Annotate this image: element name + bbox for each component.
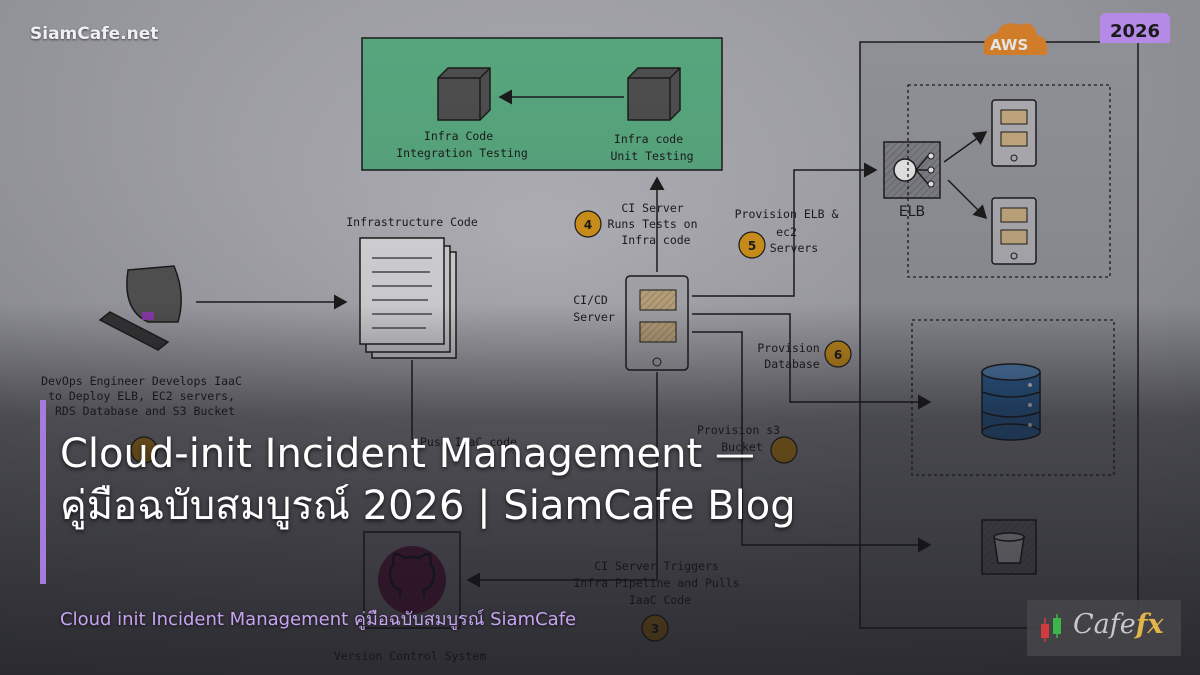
ci-tests-label: CI Server Runs Tests on Infra code (608, 201, 705, 247)
infra-code-label: Infrastructure Code (346, 215, 478, 229)
page-title: Cloud-init Incident Management — คู่มือฉ… (60, 431, 796, 529)
vcs-label: Version Control System (334, 649, 486, 663)
page-subtitle: Cloud init Incident Management คู่มือฉบั… (60, 609, 577, 630)
step-number: 5 (748, 239, 756, 253)
cafefx-wordmark: Cafefx (1073, 609, 1164, 640)
ec2-server-icon (991, 197, 1037, 265)
title-accent-bar (40, 400, 46, 584)
cafefx-logo: Cafefx (1027, 600, 1181, 656)
candlestick-icon (1041, 614, 1061, 642)
cube-icon (627, 67, 681, 121)
cube-icon (437, 67, 491, 121)
step-number: 3 (651, 622, 659, 636)
ec2-server-icon (991, 99, 1037, 167)
s3-bucket-icon (981, 519, 1037, 575)
devops-label: DevOps Engineer Develops IaaC to Deploy … (41, 374, 249, 418)
step-number: 6 (834, 348, 842, 362)
aws-label: AWS (990, 36, 1028, 54)
site-watermark: SiamCafe.net (30, 24, 159, 44)
ci-cd-server-icon (625, 275, 689, 371)
database-icon (981, 363, 1041, 441)
document-stack-icon (359, 237, 457, 359)
elb-icon (883, 141, 941, 199)
step-number: 4 (584, 218, 592, 232)
year-badge: 2026 (1100, 13, 1170, 43)
elb-label: ELB (899, 204, 925, 220)
